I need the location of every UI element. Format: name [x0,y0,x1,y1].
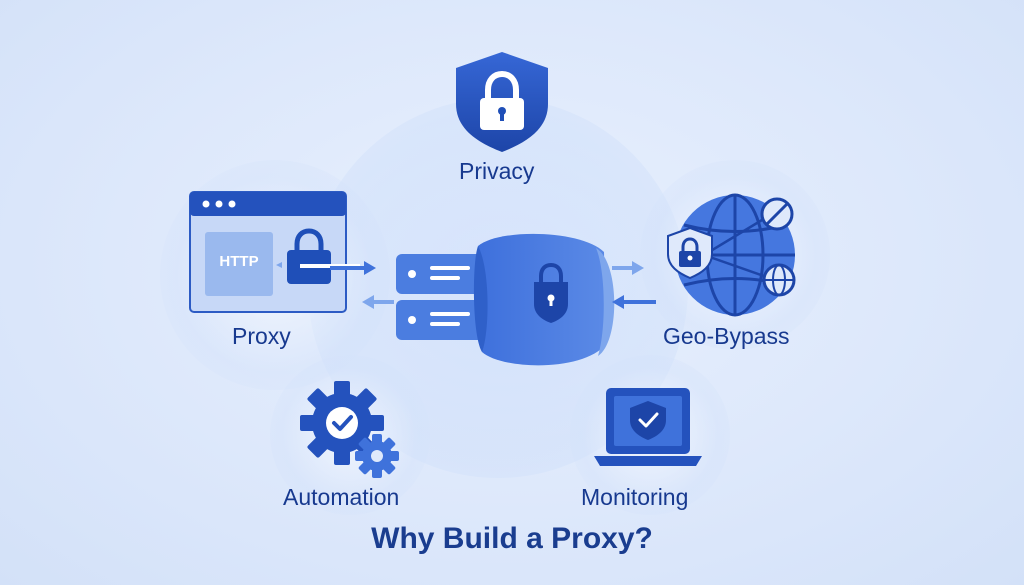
privacy-label: Privacy [459,158,535,184]
monitoring-label: Monitoring [581,484,689,510]
gears-check-icon [300,381,399,478]
page-title: Why Build a Proxy? [371,522,653,555]
arrow-left-icon [612,295,656,309]
globe-lock-icon [667,193,796,317]
server-band-lock-icon [396,233,615,366]
automation-label: Automation [283,484,400,510]
shield-lock-icon [456,52,548,152]
laptop-shield-icon [594,388,702,466]
arrow-right-icon [612,261,644,275]
http-badge: HTTP [219,253,259,270]
geo-bypass-label: Geo-Bypass [663,323,790,349]
proxy-label: Proxy [232,323,291,349]
arrow-left-icon [362,295,394,309]
arrow-right-icon [330,261,376,275]
browser-window-lock-icon [189,191,360,313]
